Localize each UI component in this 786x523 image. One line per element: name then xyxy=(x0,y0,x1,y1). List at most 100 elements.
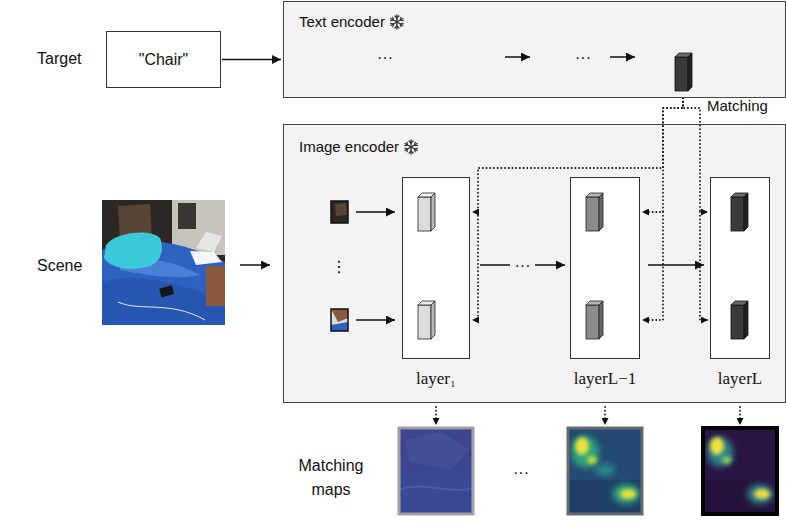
ellipsis: ··· xyxy=(513,463,529,482)
image-patch xyxy=(331,201,348,223)
row-label: Matching maps xyxy=(288,454,374,502)
image-patch xyxy=(331,201,348,223)
scene-photo xyxy=(190,251,222,265)
box-text: "Chair" xyxy=(139,51,189,69)
layer-ground xyxy=(710,177,770,359)
matching-map xyxy=(754,489,770,499)
image-patch xyxy=(335,203,347,216)
matching-map xyxy=(400,486,473,490)
panel-title: Text encoder xyxy=(299,13,385,31)
layer-label: layerL−1 xyxy=(574,369,636,389)
matching-branch xyxy=(472,212,478,320)
matching-map xyxy=(399,428,473,514)
matching-map xyxy=(587,456,597,464)
panel-title: Image encoder xyxy=(299,138,399,156)
matching-map xyxy=(399,428,473,514)
sequence-arrow xyxy=(505,56,530,58)
matching-map xyxy=(568,428,642,514)
scene-photo xyxy=(104,232,162,268)
patch-arrow xyxy=(356,319,395,321)
matching-branch xyxy=(472,212,708,320)
matching-map xyxy=(710,437,724,455)
matching-map xyxy=(571,436,640,504)
matching-map xyxy=(707,437,773,504)
image-patch xyxy=(331,322,348,331)
image-patch xyxy=(331,309,348,331)
image-patch xyxy=(331,309,348,331)
matching-map xyxy=(575,437,636,499)
matching-map xyxy=(703,428,777,514)
scene-photo xyxy=(102,200,225,325)
matching-branch xyxy=(700,212,708,320)
matching-map xyxy=(399,428,473,514)
image-patch xyxy=(331,201,348,223)
patch-token xyxy=(418,193,435,231)
matching-map xyxy=(620,489,636,499)
flow-arrow xyxy=(648,264,704,266)
ellipsis: ⋮ xyxy=(331,257,347,276)
scene-photo xyxy=(196,232,222,252)
scene-photo xyxy=(159,285,174,297)
matching-branch xyxy=(642,212,663,320)
ellipsis: ··· xyxy=(575,48,591,67)
map-arrow xyxy=(604,407,606,425)
scene-photo xyxy=(178,203,196,229)
input-arrow xyxy=(240,264,270,266)
matching-map xyxy=(568,480,642,514)
patch-token xyxy=(731,193,748,231)
panel-ground xyxy=(283,1,786,98)
map-arrow xyxy=(436,407,740,425)
matching-map xyxy=(399,428,473,514)
matching-map xyxy=(595,464,615,476)
edge-label: ··· xyxy=(510,256,536,275)
layer-label: layer₁ xyxy=(416,369,456,389)
matching-connector xyxy=(683,98,708,212)
matching-map xyxy=(399,470,473,514)
map-arrow xyxy=(739,407,741,425)
layer-ground xyxy=(402,177,470,359)
matching-connector xyxy=(472,98,683,212)
matching-map xyxy=(710,437,770,499)
sequence-arrow xyxy=(505,56,635,58)
matching-connector xyxy=(642,98,683,212)
row-label: Scene xyxy=(37,256,82,275)
matching-map xyxy=(575,437,589,455)
matching-map xyxy=(405,432,470,470)
matching-map xyxy=(707,437,733,467)
layer-box: layerL xyxy=(710,177,770,359)
patch-token xyxy=(586,193,603,231)
layer-ground xyxy=(570,177,640,359)
patch-arrow xyxy=(356,212,395,320)
patch-token xyxy=(731,301,748,339)
layer-label: layerL xyxy=(718,369,762,389)
ellipsis: ··· xyxy=(377,48,393,67)
matching-map xyxy=(703,428,777,514)
patch-token xyxy=(418,301,435,339)
image-patch xyxy=(331,309,348,331)
matching-map xyxy=(703,480,777,514)
connectors xyxy=(222,60,708,266)
image-patch xyxy=(331,309,348,322)
encoder-panel: Text encoder xyxy=(283,1,786,98)
patch-arrow xyxy=(356,211,395,213)
matching-map xyxy=(703,428,777,514)
frozen-icon xyxy=(405,140,417,154)
matching-map xyxy=(612,484,640,504)
matching-map xyxy=(571,436,599,468)
matching-map xyxy=(703,428,777,514)
matching-label: Matching xyxy=(707,96,768,115)
layer-box: layerL−1 xyxy=(570,177,640,359)
sequence-arrow xyxy=(610,56,635,58)
matching-map xyxy=(568,428,642,514)
target-box: "Chair" xyxy=(106,31,221,88)
frozen-icon xyxy=(391,15,403,29)
scene-photo xyxy=(206,266,225,306)
panel-ground xyxy=(283,124,786,403)
matching-map xyxy=(568,428,642,514)
patch-token xyxy=(586,301,603,339)
flow-arrow xyxy=(222,59,281,61)
layer-box: layer₁ xyxy=(402,177,470,359)
matching-map xyxy=(747,484,773,504)
map-arrow xyxy=(435,407,437,425)
row-label: Target xyxy=(37,49,81,68)
